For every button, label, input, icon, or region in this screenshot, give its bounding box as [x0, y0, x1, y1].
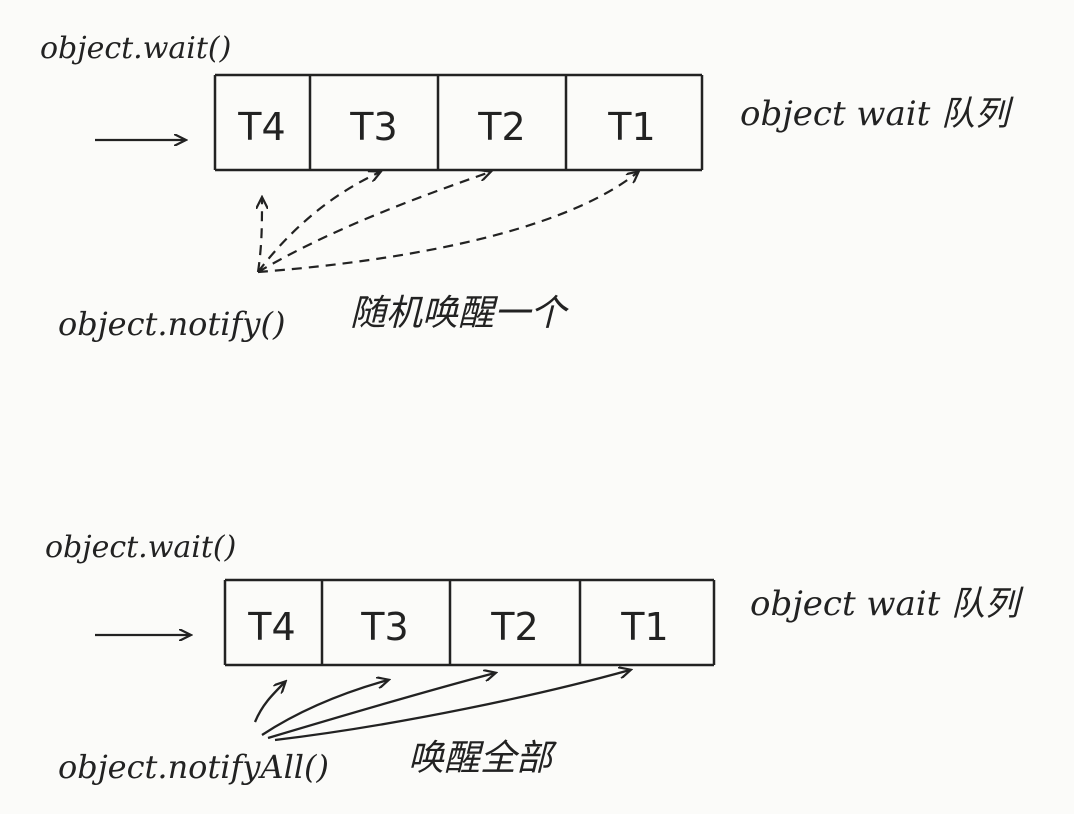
bottom-notify-call: object.notifyAll() [58, 748, 329, 786]
bottom-arrow-to-t2 [267, 673, 495, 740]
bottom-arrow-to-t3 [261, 680, 388, 736]
top-notify-call: object.notify() [58, 305, 285, 343]
top-cell-t4: T4 [237, 105, 285, 149]
top-notify-note: 随机唤醒一个 [350, 293, 569, 334]
bottom-arrow-to-t1 [274, 670, 630, 742]
top-arrow-to-t3 [257, 172, 380, 273]
bottom-cell-t2: T2 [490, 605, 538, 649]
bottom-notifyall-arrows [253, 670, 630, 742]
top-cell-t3: T3 [349, 105, 397, 149]
top-arrow-to-t1 [257, 172, 638, 274]
top-cell-t2: T2 [477, 105, 525, 149]
bottom-cell-t3: T3 [360, 605, 408, 649]
top-notify-arrows [257, 172, 638, 274]
top-section: object.wait() T4 T3 T2 T1 object wait 队列… [40, 31, 1014, 343]
bottom-wait-call: object.wait() [45, 530, 236, 565]
bottom-section: object.wait() T4 T3 T2 T1 object wait 队列… [45, 530, 1024, 786]
top-queue: T4 T3 T2 T1 [213, 73, 704, 172]
bottom-queue-label: object wait 队列 [750, 584, 1024, 624]
top-arrow-to-t4 [258, 198, 262, 273]
top-arrow-to-t2 [257, 172, 490, 273]
bottom-cell-t4: T4 [247, 605, 295, 649]
bottom-notify-note: 唤醒全部 [408, 738, 557, 779]
bottom-queue: T4 T3 T2 T1 [223, 578, 716, 667]
top-wait-call: object.wait() [40, 31, 231, 66]
bottom-arrow-to-t4 [253, 682, 285, 723]
bottom-cell-t1: T1 [620, 605, 668, 649]
top-cell-t1: T1 [607, 105, 655, 149]
top-queue-label: object wait 队列 [740, 94, 1014, 134]
